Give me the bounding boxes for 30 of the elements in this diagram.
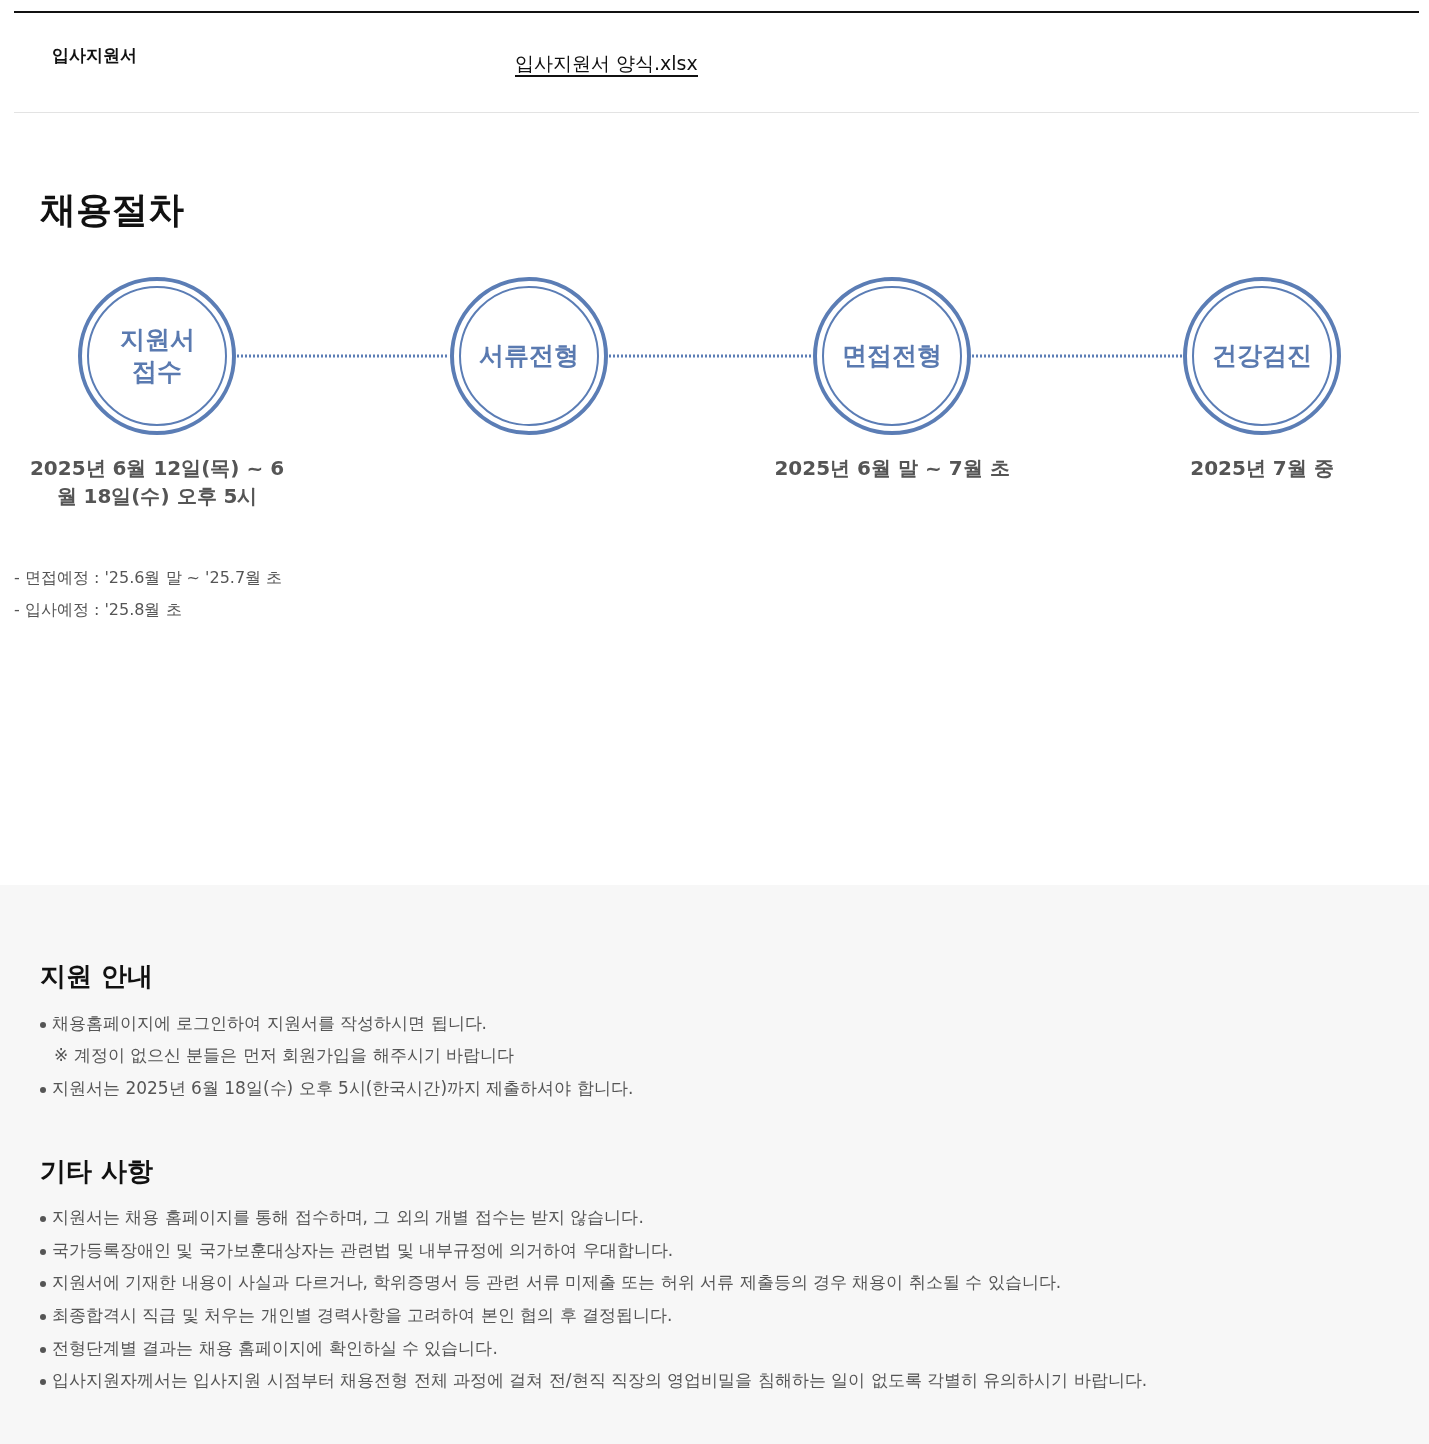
date-text: 2025년 6월 12일(목) ~ 6월 18일(수) 오후 5시	[28, 455, 286, 510]
note-text: - 면접예정 : '25.6월 말 ~ '25.7월 초	[14, 568, 283, 589]
step-circle	[77, 276, 237, 436]
dotted-connector	[237, 354, 449, 358]
bullet-text: 채용홈페이지에 로그인하여 지원서를 작성하시면 됩니다.	[52, 1012, 488, 1035]
step-label: 면접전형	[842, 340, 942, 372]
bullet-text: 지원서는 채용 홈페이지를 통해 접수하며, 그 외의 개별 접수는 받지 않습니다.	[52, 1206, 644, 1229]
bullet-text: 국가등록장애인 및 국가보훈대상자는 관련법 및 내부규정에 의거하여 우대합니다.	[52, 1239, 674, 1262]
dotted-connector	[609, 354, 812, 358]
step-label: 건강검진	[1212, 340, 1312, 372]
form-label: 입사지원서	[52, 44, 137, 67]
bullet-text: 전형단계별 결과는 채용 홈페이지에 확인하실 수 있습니다.	[52, 1337, 498, 1360]
dotted-connector	[972, 354, 1182, 358]
section-heading: 지원 안내	[40, 960, 154, 993]
step-circle	[812, 276, 972, 436]
file-link: 입사지원서 양식.xlsx	[515, 51, 698, 77]
step-circle	[449, 276, 609, 436]
step-label: 서류전형	[479, 340, 579, 372]
bullet-text: 지원서는 2025년 6월 18일(수) 오후 5시(한국시간)까지 제출하셔야 합니다.	[52, 1077, 634, 1100]
section-title: 채용절차	[40, 188, 184, 232]
bullet-text: 지원서에 기재한 내용이 사실과 다르거나, 학위증명서 등 관련 서류 미제출 또는 허위 서류 제출등의 경우 채용이 취소될 수 있습니다.	[52, 1271, 1062, 1294]
bullet-text: 입사지원자께서는 입사지원 시점부터 채용전형 전체 과정에 걸쳐 전/현직 직장의 영업비밀을 침해하는 일이 없도록 각별히 유의하시기 바랍니다.	[52, 1369, 1148, 1392]
note-text: - 입사예정 : '25.8월 초	[14, 600, 182, 621]
step-circle	[1182, 276, 1342, 436]
bullet-text: 최종합격시 직급 및 처우는 개인별 경력사항을 고려하여 본인 협의 후 결정됩니다.	[52, 1304, 673, 1327]
section-heading: 기타 사항	[40, 1155, 154, 1188]
bullet-text: ※ 계정이 없으신 분들은 먼저 회원가입을 해주시기 바랍니다	[54, 1044, 515, 1067]
step-label: 지원서 접수	[118, 324, 196, 388]
date-text: 2025년 6월 말 ~ 7월 초	[773, 455, 1011, 482]
date-text: 2025년 7월 중	[1189, 455, 1335, 482]
